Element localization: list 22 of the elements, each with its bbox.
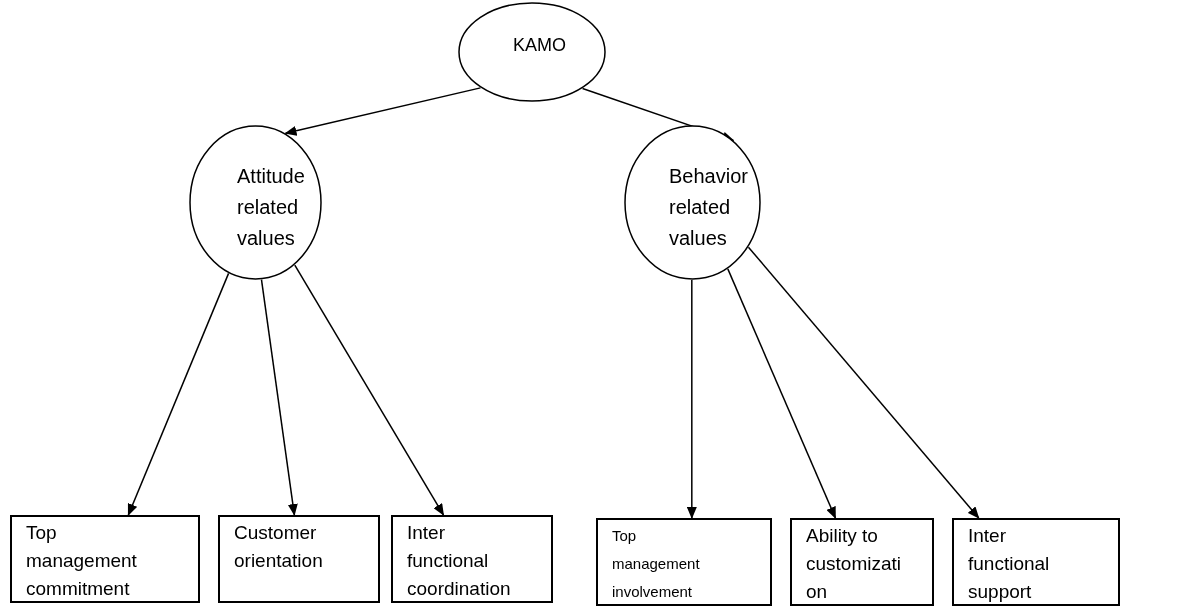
text-box: [952, 518, 1120, 606]
node-label: Ability to customization: [806, 524, 903, 604]
arrow: [747, 246, 980, 519]
text-box: [218, 515, 380, 603]
arrow: [127, 272, 230, 516]
node-label: Behavior related values: [669, 164, 749, 251]
node-label: Attitude related values: [237, 164, 306, 251]
node-label: Inter functional coordination: [407, 521, 512, 601]
node-label: KAMO: [513, 34, 567, 57]
arrow: [686, 279, 697, 519]
text-box: [10, 515, 200, 603]
arrow: [294, 264, 445, 516]
node-label: Customer orientation: [234, 521, 324, 573]
node-label: Inter functional support: [968, 524, 1051, 604]
arrow: [727, 268, 837, 519]
arrow: [284, 87, 482, 136]
arrow: [260, 278, 298, 516]
node-label: Top management involvement: [612, 526, 701, 602]
text-box: [391, 515, 553, 603]
text-box: [790, 518, 934, 606]
node-label: Top management commitment: [26, 521, 138, 601]
text-box: [596, 518, 772, 606]
